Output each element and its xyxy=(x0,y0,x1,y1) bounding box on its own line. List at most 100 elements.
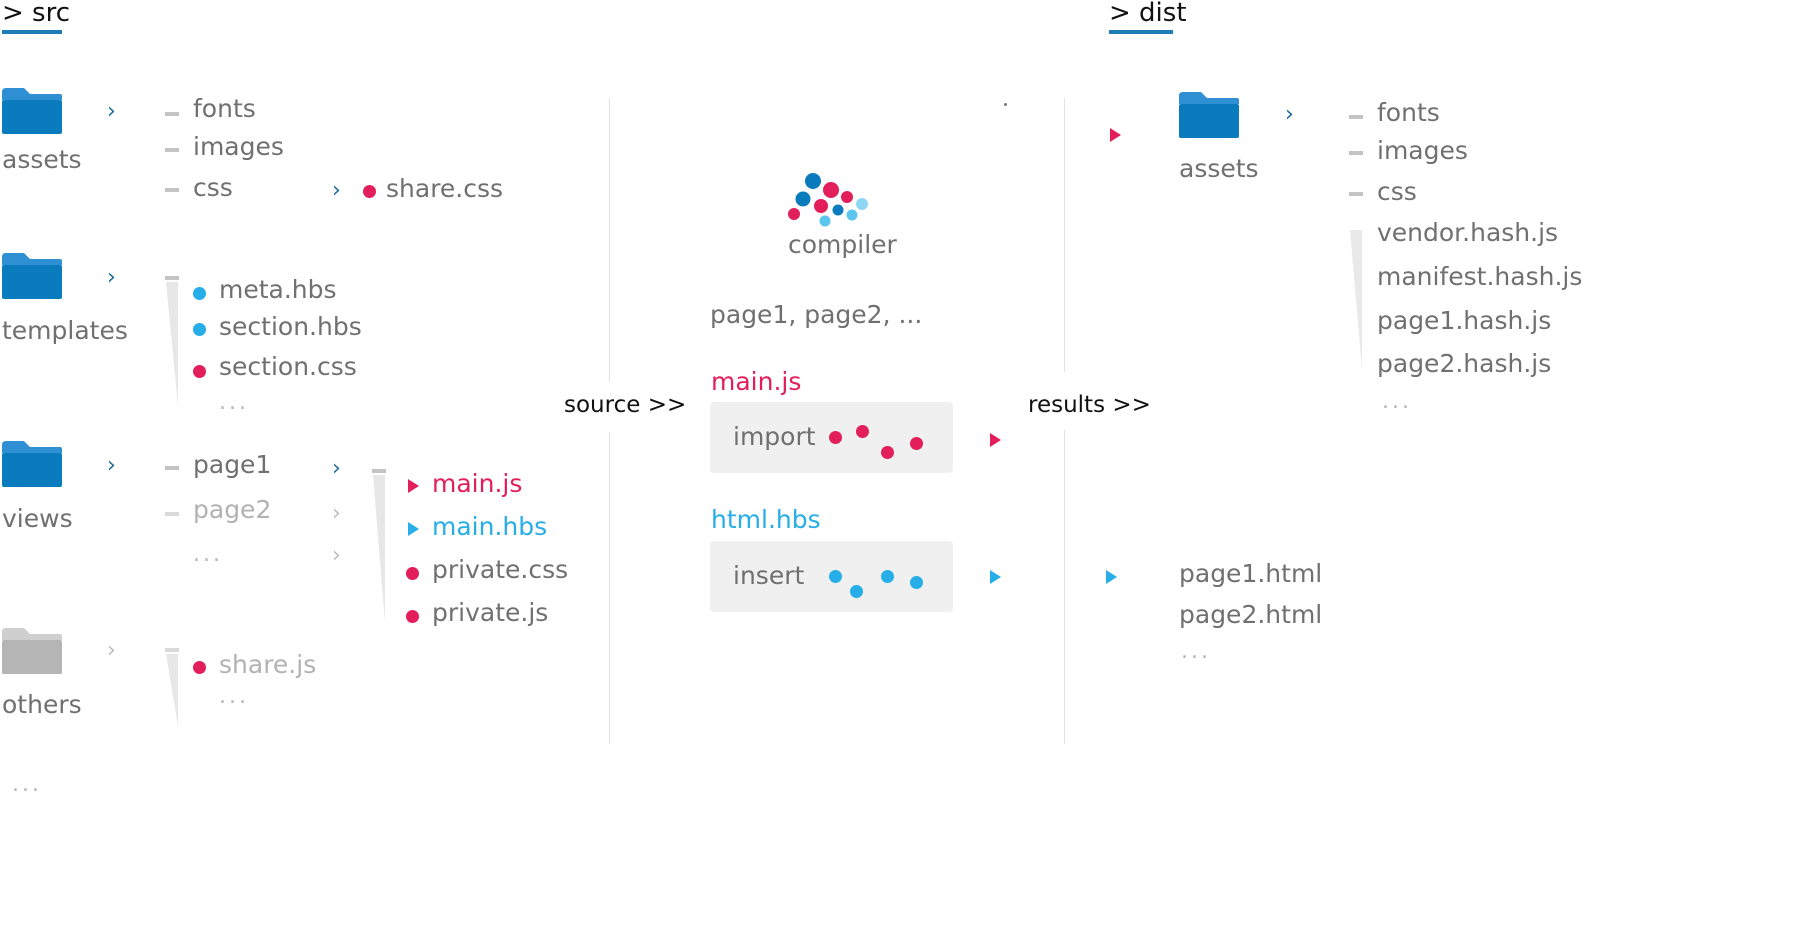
dist-js-page2: page2.hash.js xyxy=(1377,349,1552,378)
compiler-pages: page1, page2, ... xyxy=(710,300,923,329)
chevron-right-icon[interactable]: › xyxy=(332,543,341,568)
red-dot-icon xyxy=(406,610,419,623)
tree-wedge xyxy=(166,654,178,726)
chevron-right-icon[interactable]: › xyxy=(107,99,116,124)
red-dot-icon xyxy=(910,437,923,450)
others-child-share-js: share.js xyxy=(219,650,317,679)
dist-assets-child-fonts: fonts xyxy=(1377,98,1440,127)
templates-more: ... xyxy=(219,390,249,415)
chevron-right-icon[interactable]: › xyxy=(332,456,341,481)
tree-dash xyxy=(165,466,179,470)
blue-dot-icon xyxy=(910,576,923,589)
red-dot-icon xyxy=(406,567,419,580)
dist-js-page1: page1.hash.js xyxy=(1377,306,1552,335)
assets-child-css: css xyxy=(193,173,233,202)
divider-line xyxy=(1064,98,1065,372)
tree-dash xyxy=(165,648,179,652)
tree-dash xyxy=(1349,192,1363,196)
dist-html-page2: page2.html xyxy=(1179,600,1323,629)
triangle-right-icon xyxy=(1110,128,1121,142)
folder-label-assets: assets xyxy=(2,145,82,174)
templates-child-section-hbs: section.hbs xyxy=(219,312,362,341)
triangle-right-icon xyxy=(990,433,1001,447)
chevron-right-icon[interactable]: › xyxy=(1285,102,1294,127)
assets-child-images: images xyxy=(193,132,284,161)
results-label: results >> xyxy=(1028,392,1151,418)
page-file-private-js: private.js xyxy=(432,598,549,627)
dist-header: > dist xyxy=(1109,0,1187,28)
red-dot-icon xyxy=(881,446,894,459)
views-child-page1: page1 xyxy=(193,450,272,479)
dist-folder-label-assets: assets xyxy=(1179,154,1259,183)
folder-icon[interactable] xyxy=(2,628,62,674)
dist-header-underline xyxy=(1109,30,1173,34)
tree-dash xyxy=(372,469,386,473)
chevron-right-icon[interactable]: › xyxy=(107,265,116,290)
divider-line xyxy=(609,98,610,382)
tree-dash xyxy=(1349,151,1363,155)
red-dot-icon xyxy=(193,661,206,674)
folder-label-others: others xyxy=(2,690,82,719)
assets-child-fonts: fonts xyxy=(193,94,256,123)
dist-assets-child-images: images xyxy=(1377,136,1468,165)
red-dot-icon xyxy=(829,431,842,444)
triangle-right-icon xyxy=(408,479,419,493)
compiler-label: compiler xyxy=(788,230,897,259)
tree-wedge xyxy=(166,282,178,406)
blue-dot-icon xyxy=(193,323,206,336)
tree-dash xyxy=(165,512,179,516)
blue-dot-icon xyxy=(193,287,206,300)
dist-js-manifest: manifest.hash.js xyxy=(1377,262,1583,291)
triangle-right-icon xyxy=(1106,570,1117,584)
folder-icon[interactable] xyxy=(2,253,62,299)
divider-line xyxy=(1064,430,1065,744)
page-file-main-hbs: main.hbs xyxy=(432,512,548,541)
triangle-right-icon xyxy=(408,522,419,536)
compiler-logo xyxy=(788,173,868,227)
tree-dash xyxy=(165,112,179,116)
dist-assets-child-css: css xyxy=(1377,177,1417,206)
blue-dot-icon xyxy=(850,585,863,598)
page-file-private-css: private.css xyxy=(432,555,569,584)
root-more: ... xyxy=(12,772,42,797)
dist-html-page1: page1.html xyxy=(1179,559,1323,588)
templates-child-section-css: section.css xyxy=(219,352,357,381)
views-more: ... xyxy=(193,542,223,567)
compiler-mainjs-title: main.js xyxy=(711,367,802,396)
folder-icon[interactable] xyxy=(1179,92,1239,138)
folder-label-views: views xyxy=(2,504,73,533)
import-label: import xyxy=(733,422,816,451)
folder-label-templates: templates xyxy=(2,316,128,345)
page-file-main-js: main.js xyxy=(432,469,523,498)
triangle-right-icon xyxy=(990,570,1001,584)
views-child-page2: page2 xyxy=(193,495,272,524)
red-dot-icon xyxy=(856,425,869,438)
compiler-htmlhbs-title: html.hbs xyxy=(711,505,821,534)
dist-js-vendor: vendor.hash.js xyxy=(1377,218,1559,247)
src-header: > src xyxy=(2,0,71,28)
tree-wedge xyxy=(1350,230,1362,370)
tree-dash xyxy=(165,276,179,280)
tree-dash xyxy=(1349,115,1363,119)
src-header-underline xyxy=(2,30,62,34)
source-label: source >> xyxy=(564,392,687,418)
share-css-file: share.css xyxy=(386,174,504,203)
divider-line xyxy=(609,432,610,744)
red-dot-icon xyxy=(363,185,376,198)
dist-js-more: ... xyxy=(1382,389,1412,414)
chevron-right-icon[interactable]: › xyxy=(332,178,341,203)
dist-html-more: ... xyxy=(1181,639,1211,664)
stray-dot xyxy=(1004,103,1007,106)
folder-icon[interactable] xyxy=(2,441,62,487)
tree-dash xyxy=(165,188,179,192)
chevron-right-icon[interactable]: › xyxy=(332,501,341,526)
others-more: ... xyxy=(219,684,249,709)
chevron-right-icon[interactable]: › xyxy=(107,638,116,663)
blue-dot-icon xyxy=(829,570,842,583)
insert-label: insert xyxy=(733,561,805,590)
folder-icon[interactable] xyxy=(2,88,62,134)
tree-wedge xyxy=(373,475,385,623)
chevron-right-icon[interactable]: › xyxy=(107,453,116,478)
blue-dot-icon xyxy=(881,570,894,583)
red-dot-icon xyxy=(193,365,206,378)
